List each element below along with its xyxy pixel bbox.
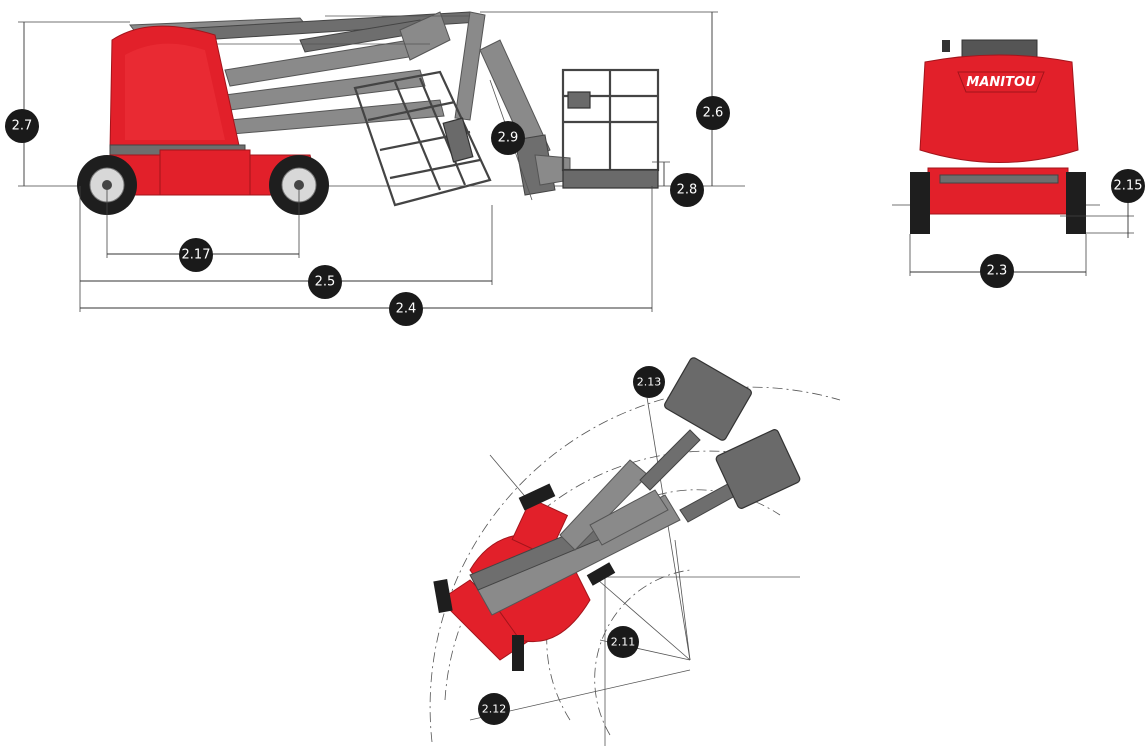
basket-top-1 bbox=[664, 357, 752, 441]
boom-side bbox=[129, 11, 571, 196]
dim-2-4-badge: 2.4 bbox=[389, 292, 423, 326]
dim-2-12-badge: 2.12 bbox=[478, 693, 510, 725]
dim-2-17-badge: 2.17 bbox=[179, 238, 213, 272]
dim-2-17-label: 2.17 bbox=[182, 248, 211, 263]
dim-2-11-badge: 2.11 bbox=[607, 626, 639, 658]
dim-2-12-label: 2.12 bbox=[482, 703, 507, 716]
front-body bbox=[919, 54, 1079, 163]
dim-2-8-label: 2.8 bbox=[677, 183, 698, 198]
dim-2-15-label: 2.15 bbox=[1114, 179, 1143, 194]
dim-2-7-label: 2.7 bbox=[12, 119, 33, 134]
rear-wheel bbox=[269, 155, 329, 215]
dim-2-3-label: 2.3 bbox=[987, 264, 1008, 279]
dim-2-6-badge: 2.6 bbox=[696, 96, 730, 130]
dim-2-9-badge: 2.9 bbox=[491, 121, 525, 155]
dim-2-8-badge: 2.8 bbox=[670, 173, 704, 207]
basket-extended-side bbox=[561, 68, 660, 189]
front-left-wheel bbox=[910, 172, 930, 234]
basket-stowed-side bbox=[353, 70, 492, 207]
dim-2-4-label: 2.4 bbox=[396, 302, 417, 317]
brand-logo: MANITOU bbox=[966, 75, 1036, 90]
front-right-wheel bbox=[1066, 172, 1086, 234]
chassis-side bbox=[99, 25, 321, 196]
dim-2-13-label: 2.13 bbox=[637, 376, 662, 389]
boom-top bbox=[469, 429, 743, 616]
dim-2-3-badge: 2.3 bbox=[980, 254, 1014, 288]
dim-2-13-badge: 2.13 bbox=[633, 366, 665, 398]
top-view: 2.13 2.11 2.12 bbox=[429, 357, 841, 746]
front-view: MANITOU 2.15 2.3 bbox=[892, 39, 1145, 288]
dim-2-5-badge: 2.5 bbox=[308, 265, 342, 299]
side-view: 2.7 2.6 2.9 2.8 2.17 2.5 2.4 bbox=[5, 11, 745, 326]
dim-2-15-badge: 2.15 bbox=[1111, 169, 1145, 203]
front-wheel bbox=[77, 155, 137, 215]
dim-2-6-label: 2.6 bbox=[703, 106, 724, 121]
dim-2-5-label: 2.5 bbox=[315, 275, 336, 290]
dim-2-11-label: 2.11 bbox=[611, 636, 636, 649]
basket-top-2 bbox=[715, 429, 801, 509]
dim-2-7-badge: 2.7 bbox=[5, 109, 39, 143]
dim-2-9-label: 2.9 bbox=[498, 131, 519, 146]
